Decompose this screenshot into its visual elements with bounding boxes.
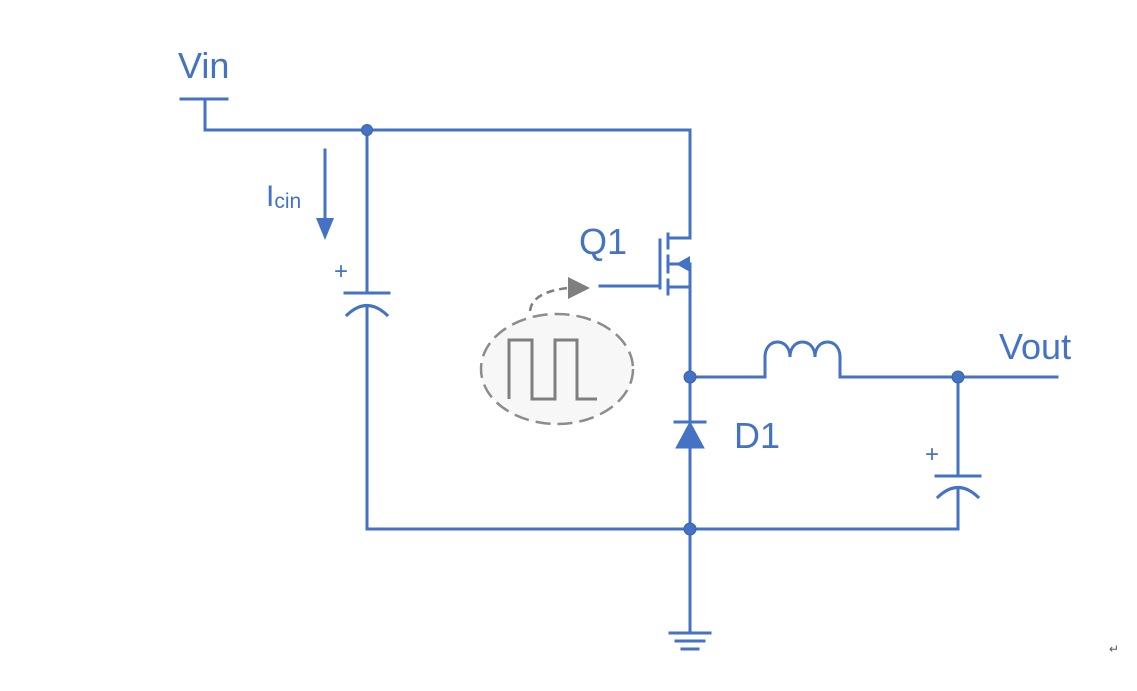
junction-node-vout bbox=[951, 370, 965, 384]
mosfet-q1 bbox=[598, 232, 692, 296]
vin-label: Vin bbox=[178, 45, 229, 86]
diode-d1 bbox=[673, 375, 707, 531]
icin-arrow bbox=[316, 148, 334, 240]
icin-label-subscript: cin bbox=[274, 190, 301, 213]
d1-label: D1 bbox=[734, 415, 780, 456]
icin-label-main: I bbox=[266, 180, 274, 213]
output-cap-plus-sign: + bbox=[925, 441, 939, 468]
pwm-ellipse bbox=[479, 312, 635, 426]
junction-node-vin bbox=[361, 124, 373, 136]
inductor bbox=[688, 340, 1059, 379]
vout-label: Vout bbox=[999, 326, 1071, 367]
input-cap-plus-sign: + bbox=[334, 258, 348, 285]
input-capacitor bbox=[343, 128, 391, 531]
icin-label: Icin bbox=[266, 180, 301, 213]
vin-terminal bbox=[179, 97, 229, 132]
q1-label: Q1 bbox=[579, 221, 627, 262]
paragraph-mark: ↵ bbox=[1109, 642, 1119, 656]
output-capacitor bbox=[934, 375, 982, 531]
pwm-square-wave-icon bbox=[507, 338, 597, 401]
junction-node-switch bbox=[683, 370, 697, 384]
pwm-connector-arc bbox=[528, 286, 569, 312]
pwm-arrow-icon bbox=[568, 277, 590, 299]
ground-symbol bbox=[668, 527, 712, 651]
pwm-source bbox=[479, 277, 635, 426]
junction-node-ground bbox=[683, 522, 697, 536]
